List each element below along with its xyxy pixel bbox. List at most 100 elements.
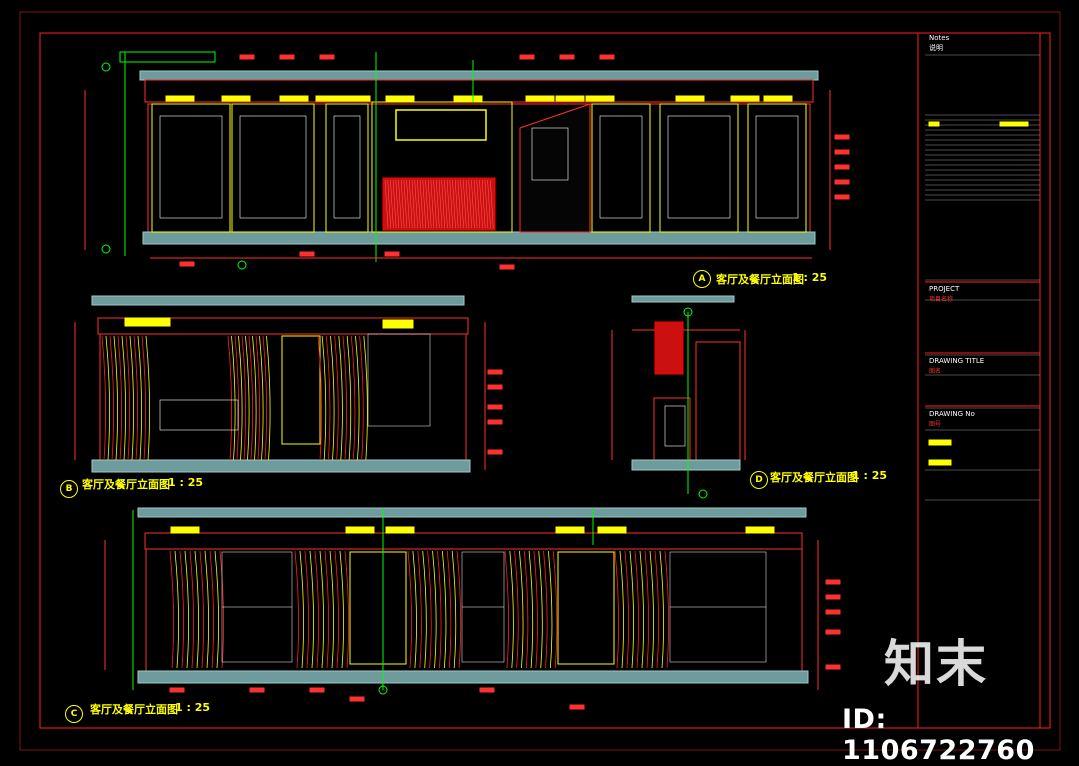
tv-niche-a <box>371 101 513 233</box>
curtain-c-4 <box>649 550 654 669</box>
panel-inset-a-3 <box>599 115 643 219</box>
curtain-c-2 <box>417 550 422 669</box>
curtain-b-1 <box>252 335 257 461</box>
grid-bubble <box>101 62 111 72</box>
wall-b <box>99 333 467 461</box>
curtain-c-1 <box>329 550 334 669</box>
curtain-b-0 <box>121 335 126 461</box>
fireplace-pattern <box>411 179 416 229</box>
fireplace-pattern <box>384 179 389 229</box>
downlight-a <box>279 95 309 102</box>
dimension-tag <box>834 134 850 140</box>
dimension-tag <box>825 629 841 635</box>
curtain-c-0 <box>184 550 189 669</box>
downlight-a <box>315 95 345 102</box>
door-c-2 <box>557 551 615 665</box>
dimension-tag <box>825 579 841 585</box>
drawing-title-label-en: DRAWING TITLE <box>929 357 985 365</box>
fireplace-pattern <box>436 179 440 229</box>
curtain-c-1 <box>324 550 329 669</box>
downlight-a <box>675 95 705 102</box>
curtain-c-3 <box>547 550 553 669</box>
curtain-b-0 <box>109 335 114 461</box>
curtain-b-2 <box>350 335 356 461</box>
curtain-c-0 <box>199 550 204 669</box>
dimension-tag <box>479 687 495 693</box>
curtain-c-0 <box>189 550 194 669</box>
view-scale-a: 1 : 25 <box>792 271 828 284</box>
dimension-tag <box>487 449 503 455</box>
curtain-b-1 <box>266 335 271 461</box>
fireplace-pattern <box>414 179 418 229</box>
curtain-c-2 <box>427 550 432 669</box>
curtain-c-4 <box>629 550 634 669</box>
view-scale-d: 1 : 25 <box>852 469 888 482</box>
downlight-a <box>763 95 793 102</box>
downlight-a <box>341 95 371 102</box>
dimension-tag <box>179 261 195 267</box>
curtain-c-1 <box>344 550 349 669</box>
panel-inset-a-1 <box>239 115 307 219</box>
curtain-b-2 <box>338 335 343 461</box>
downlight-c <box>345 526 375 534</box>
curtain-c-0 <box>169 550 174 669</box>
watermark-logo: 知末 <box>884 635 988 693</box>
fireplace-pattern <box>406 179 410 229</box>
curtain-b-1 <box>231 335 236 461</box>
panel-a-4 <box>659 103 739 233</box>
grid-bubble <box>683 307 693 317</box>
fireplace-pattern <box>454 179 459 229</box>
fireplace-pattern <box>403 179 408 229</box>
dimension-tag <box>569 704 585 710</box>
dimension-tag <box>349 696 365 702</box>
panel-a-1 <box>231 103 315 233</box>
curtain-c-0 <box>194 550 199 669</box>
dimension-tag <box>279 54 295 60</box>
curtain-c-2 <box>441 550 447 669</box>
curtain-b-1 <box>248 335 253 461</box>
curtain-c-4 <box>634 550 639 669</box>
grid-bubble <box>378 685 388 695</box>
dimension-tag <box>834 194 850 200</box>
fireplace-pattern <box>457 179 462 229</box>
grid-bubble <box>237 260 247 270</box>
curtain-b-0 <box>105 335 110 461</box>
drawing-no-label-cn: 图号 <box>929 421 942 428</box>
curtain-c-2 <box>446 550 452 669</box>
cabinet-d <box>653 397 691 461</box>
floor-band-d <box>631 459 741 471</box>
view-scale-b: 1 : 25 <box>168 476 204 489</box>
curtain-c-1 <box>314 550 319 669</box>
curtain-c-2 <box>412 550 417 669</box>
curtain-b-2 <box>355 335 360 461</box>
fireplace-pattern <box>430 179 435 229</box>
panel-a-3 <box>591 103 651 233</box>
window-b <box>367 333 431 427</box>
artwork-d <box>654 321 684 375</box>
fireplace-pattern <box>471 179 475 229</box>
fireplace-pattern <box>387 179 391 229</box>
view-scale-c: 1 : 25 <box>175 701 211 714</box>
outer-border <box>19 11 1061 751</box>
curtain-c-3 <box>533 550 538 669</box>
curtain-c-3 <box>552 550 558 669</box>
sheet-border <box>39 32 1051 729</box>
door-d <box>695 341 741 463</box>
fireplace-pattern <box>468 179 472 229</box>
curtain-c-3 <box>538 550 543 669</box>
panel-inset-a-4 <box>667 115 731 219</box>
curtain-b-2 <box>342 335 347 461</box>
view-title-c: 客厅及餐厅立面图 <box>90 703 178 716</box>
curtain-b-0 <box>145 335 150 461</box>
curtain-c-4 <box>644 550 649 669</box>
downlight-c <box>555 526 585 534</box>
ceiling-band-c <box>137 507 807 518</box>
curtain-c-0 <box>174 550 179 669</box>
downlight-c <box>597 526 627 534</box>
curtain-b-1 <box>238 335 243 461</box>
downlight-c <box>170 526 200 534</box>
curtain-b-0 <box>117 335 122 461</box>
panel-inset-a-0 <box>159 115 223 219</box>
curtain-c-1 <box>299 550 304 669</box>
